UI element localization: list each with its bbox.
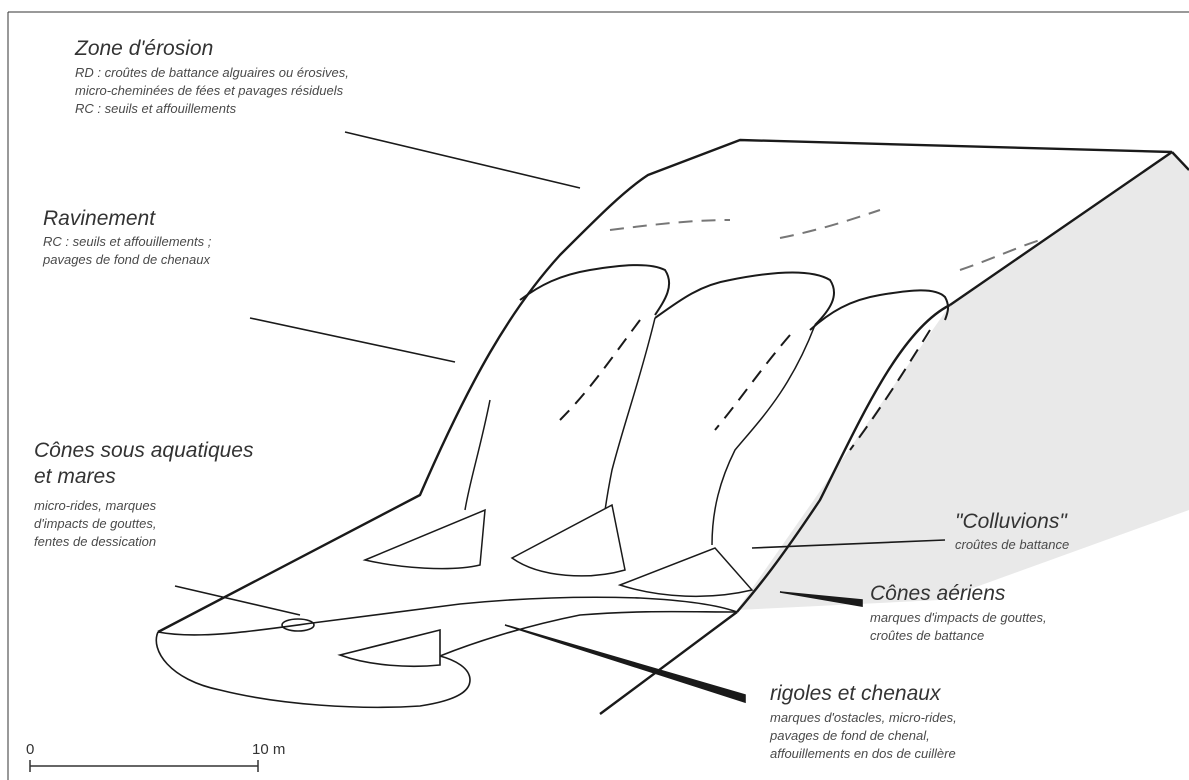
flow-dash-top-2: [780, 210, 880, 238]
label-zone-erosion-desc-2: micro-cheminées de fées et pavages résid…: [75, 82, 343, 100]
label-cones-sous-aquatiques-desc-2: d'impacts de gouttes,: [34, 515, 156, 533]
label-cones-aeriens-desc-2: croûtes de battance: [870, 627, 984, 645]
basin-outline: [156, 597, 737, 707]
fan-middle: [512, 505, 625, 576]
label-rigoles-desc-2: pavages de fond de chenal,: [770, 727, 930, 745]
gully-channels: [465, 318, 815, 560]
label-cones-sous-aquatiques-desc-3: fentes de dessication: [34, 533, 156, 551]
label-colluvions-title: "Colluvions": [955, 510, 1067, 534]
label-rigoles-desc-1: marques d'ostacles, micro-rides,: [770, 709, 957, 727]
gully-lobe-right: [810, 290, 948, 330]
label-cones-sous-aquatiques-title-1: Cônes sous aquatiques: [34, 439, 254, 463]
scale-label-end: 10 m: [252, 741, 285, 758]
channel-3: [465, 400, 490, 510]
label-cones-aeriens-title: Cônes aériens: [870, 582, 1005, 606]
leader-zone-erosion: [345, 132, 580, 188]
flow-dash-top-1: [610, 220, 730, 230]
label-zone-erosion-desc-3: RC : seuils et affouillements: [75, 100, 236, 118]
alluvial-fans: [365, 505, 752, 596]
label-cones-sous-aquatiques-title-2: et mares: [34, 465, 116, 489]
gully-lobe-left: [520, 265, 669, 315]
leader-lines: [175, 132, 945, 702]
leader-rigoles: [505, 625, 745, 702]
fan-left: [365, 510, 485, 569]
label-rigoles-title: rigoles et chenaux: [770, 682, 940, 706]
label-ravinement-desc-1: RC : seuils et affouillements ;: [43, 233, 211, 251]
gully-lobes: [520, 265, 948, 330]
label-ravinement-desc-2: pavages de fond de chenaux: [43, 251, 210, 269]
scale-label-start: 0: [26, 741, 34, 758]
subaquatic-cone: [340, 630, 440, 666]
flow-dash-1: [560, 320, 640, 420]
leader-ravinement: [250, 318, 455, 362]
label-colluvions-desc-1: croûtes de battance: [955, 536, 1069, 554]
label-cones-sous-aquatiques-desc-1: micro-rides, marques: [34, 497, 156, 515]
channel-2: [712, 325, 815, 545]
scale-bar: [30, 760, 258, 772]
label-ravinement-title: Ravinement: [43, 207, 155, 231]
label-cones-aeriens-desc-1: marques d'impacts de gouttes,: [870, 609, 1047, 627]
flow-dash-2: [715, 335, 790, 430]
basin-lower-shore: [156, 612, 737, 708]
front-edge: [600, 612, 737, 714]
label-zone-erosion-title: Zone d'érosion: [75, 37, 213, 61]
label-zone-erosion-desc-1: RD : croûtes de battance alguaires ou ér…: [75, 64, 349, 82]
fan-right: [620, 548, 752, 596]
gully-lobe-middle: [655, 272, 834, 325]
label-rigoles-desc-3: affouillements en dos de cuillère: [770, 745, 956, 763]
